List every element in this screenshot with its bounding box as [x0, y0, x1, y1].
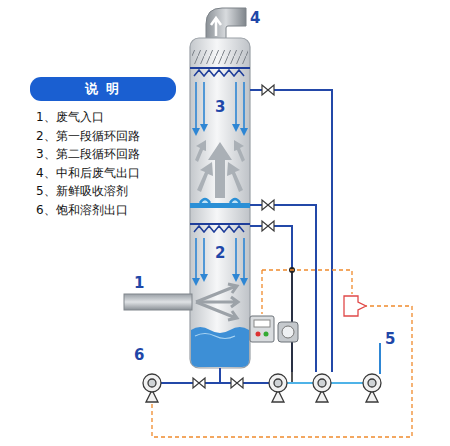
inlet-gas-arrows — [196, 284, 238, 320]
legend-item: 2、第一段循环回路 — [36, 129, 140, 143]
control-valve-actuator — [344, 296, 366, 316]
fresh-solvent-pipe — [379, 343, 381, 374]
spray-header-top — [190, 68, 250, 76]
callout-number: 5 — [385, 330, 395, 348]
spray-arrows-lower — [196, 238, 244, 282]
legend-item: 5、新鲜吸收溶剂 — [36, 184, 128, 198]
instrument-panel — [250, 316, 298, 342]
spray-arrows-top — [196, 82, 244, 132]
gas-flow-arrows — [195, 140, 245, 198]
control-lines — [152, 270, 412, 437]
liquid-sump — [191, 327, 249, 367]
callout-number: 2 — [215, 244, 225, 262]
legend-item: 4、中和后废气出口 — [36, 166, 140, 180]
callout-number: 6 — [134, 346, 144, 364]
legend-banner: 说 明 — [30, 77, 176, 101]
tower-shell — [190, 38, 250, 368]
spray-header-lower — [190, 224, 250, 232]
legend-item: 3、第二段循环回路 — [36, 147, 140, 161]
valves — [193, 85, 274, 388]
exhaust-pipe — [206, 8, 246, 42]
gas-inlet-pipe — [124, 294, 192, 310]
tray — [190, 199, 250, 208]
demister — [192, 50, 248, 64]
callout-number: 3 — [215, 98, 225, 116]
callout-number: 1 — [134, 274, 144, 292]
pumps — [143, 374, 381, 402]
callout-number: 4 — [250, 9, 260, 27]
legend-item: 1、废气入口 — [36, 110, 104, 124]
banner-title: 说 明 — [85, 80, 122, 98]
legend-item: 6、饱和溶剂出口 — [36, 203, 128, 217]
circulation-piping — [158, 90, 332, 383]
